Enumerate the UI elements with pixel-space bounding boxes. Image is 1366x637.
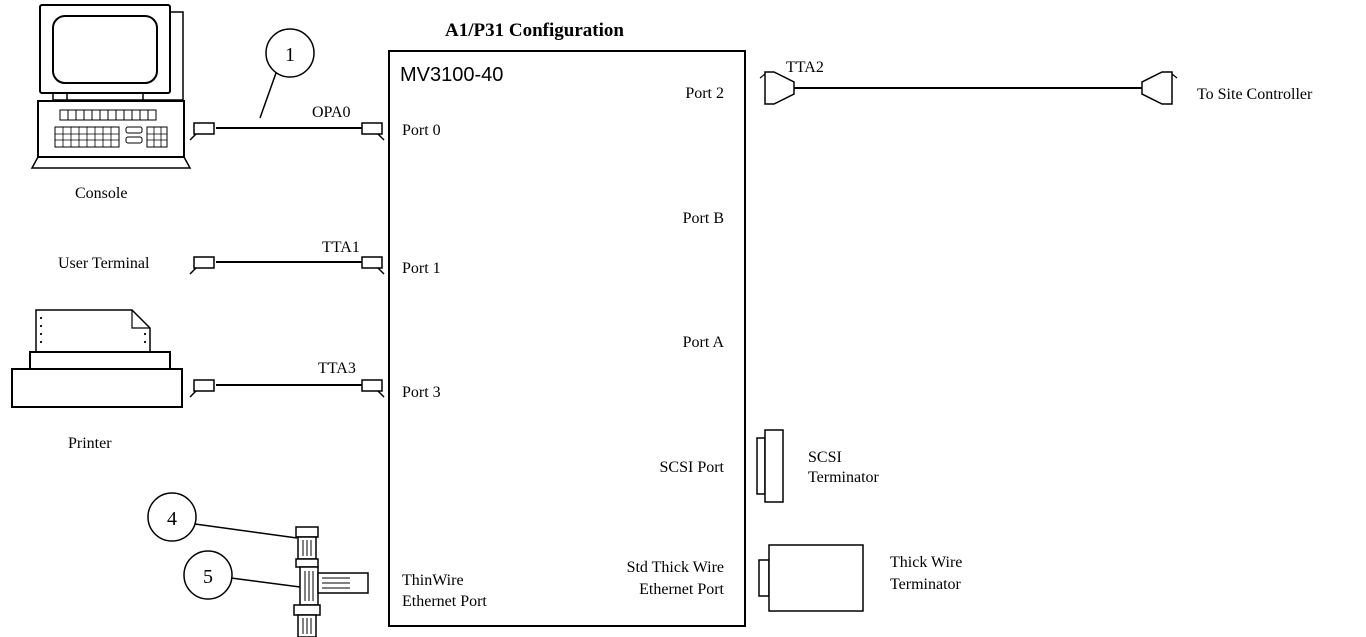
scsi-port-label: SCSI Port xyxy=(660,459,725,476)
port-1-label: Port 1 xyxy=(402,260,441,277)
callout-4-label: 4 xyxy=(167,508,177,530)
port-2-label: Port 2 xyxy=(685,85,724,102)
callout-5-label: 5 xyxy=(203,566,213,588)
callout-5-leader xyxy=(230,577,301,588)
port-0-label: Port 0 xyxy=(402,122,441,139)
printer-icon xyxy=(11,309,183,408)
thickwire-port-label-1: Std Thick Wire xyxy=(627,559,724,576)
user-terminal-connector-right xyxy=(361,256,385,275)
callout-1-circle xyxy=(265,28,315,78)
port-b-label: Port B xyxy=(683,210,724,227)
callout-1-leader xyxy=(259,72,277,119)
site-controller-connector-right xyxy=(1141,71,1178,105)
scsi-terminator-label-1: SCSI xyxy=(808,449,842,466)
diagram-title: A1/P31 Configuration xyxy=(445,20,624,41)
user-terminal-connector-left xyxy=(189,256,215,275)
console-icon xyxy=(30,4,192,169)
site-controller-label: To Site Controller xyxy=(1197,86,1313,103)
site-controller-connector-left xyxy=(759,71,795,105)
mv3100-box xyxy=(388,50,746,627)
callout-5-circle xyxy=(183,550,233,600)
thickwire-terminator-icon xyxy=(758,544,864,612)
user-terminal-label: User Terminal xyxy=(58,255,150,272)
printer-connector-right xyxy=(361,379,385,398)
callout-4-circle xyxy=(147,492,197,542)
callout-1-label: 1 xyxy=(285,44,295,66)
port-a-label: Port A xyxy=(683,334,725,351)
tta1-label: TTA1 xyxy=(322,239,360,256)
scsi-terminator-icon xyxy=(756,429,784,503)
tta2-label: TTA2 xyxy=(786,59,824,76)
thickwire-terminator-label-1: Thick Wire xyxy=(890,554,962,571)
printer-connector-left xyxy=(189,379,215,398)
opa0-label: OPA0 xyxy=(312,104,351,121)
printer-label: Printer xyxy=(68,435,112,452)
thickwire-terminator-label-2: Terminator xyxy=(890,576,962,593)
callout-4-leader xyxy=(194,523,298,539)
console-label: Console xyxy=(75,185,127,202)
thinwire-t-connector-icon xyxy=(293,526,369,637)
device-model: MV3100-40 xyxy=(400,64,503,86)
console-connector-right xyxy=(361,122,385,141)
port-3-label: Port 3 xyxy=(402,384,441,401)
thinwire-port-label-1: ThinWire xyxy=(402,572,464,589)
thickwire-port-label-2: Ethernet Port xyxy=(639,581,724,598)
thinwire-port-label-2: Ethernet Port xyxy=(402,593,487,610)
tta3-label: TTA3 xyxy=(318,360,356,377)
console-connector-left xyxy=(189,122,215,141)
scsi-terminator-label-2: Terminator xyxy=(808,469,880,486)
